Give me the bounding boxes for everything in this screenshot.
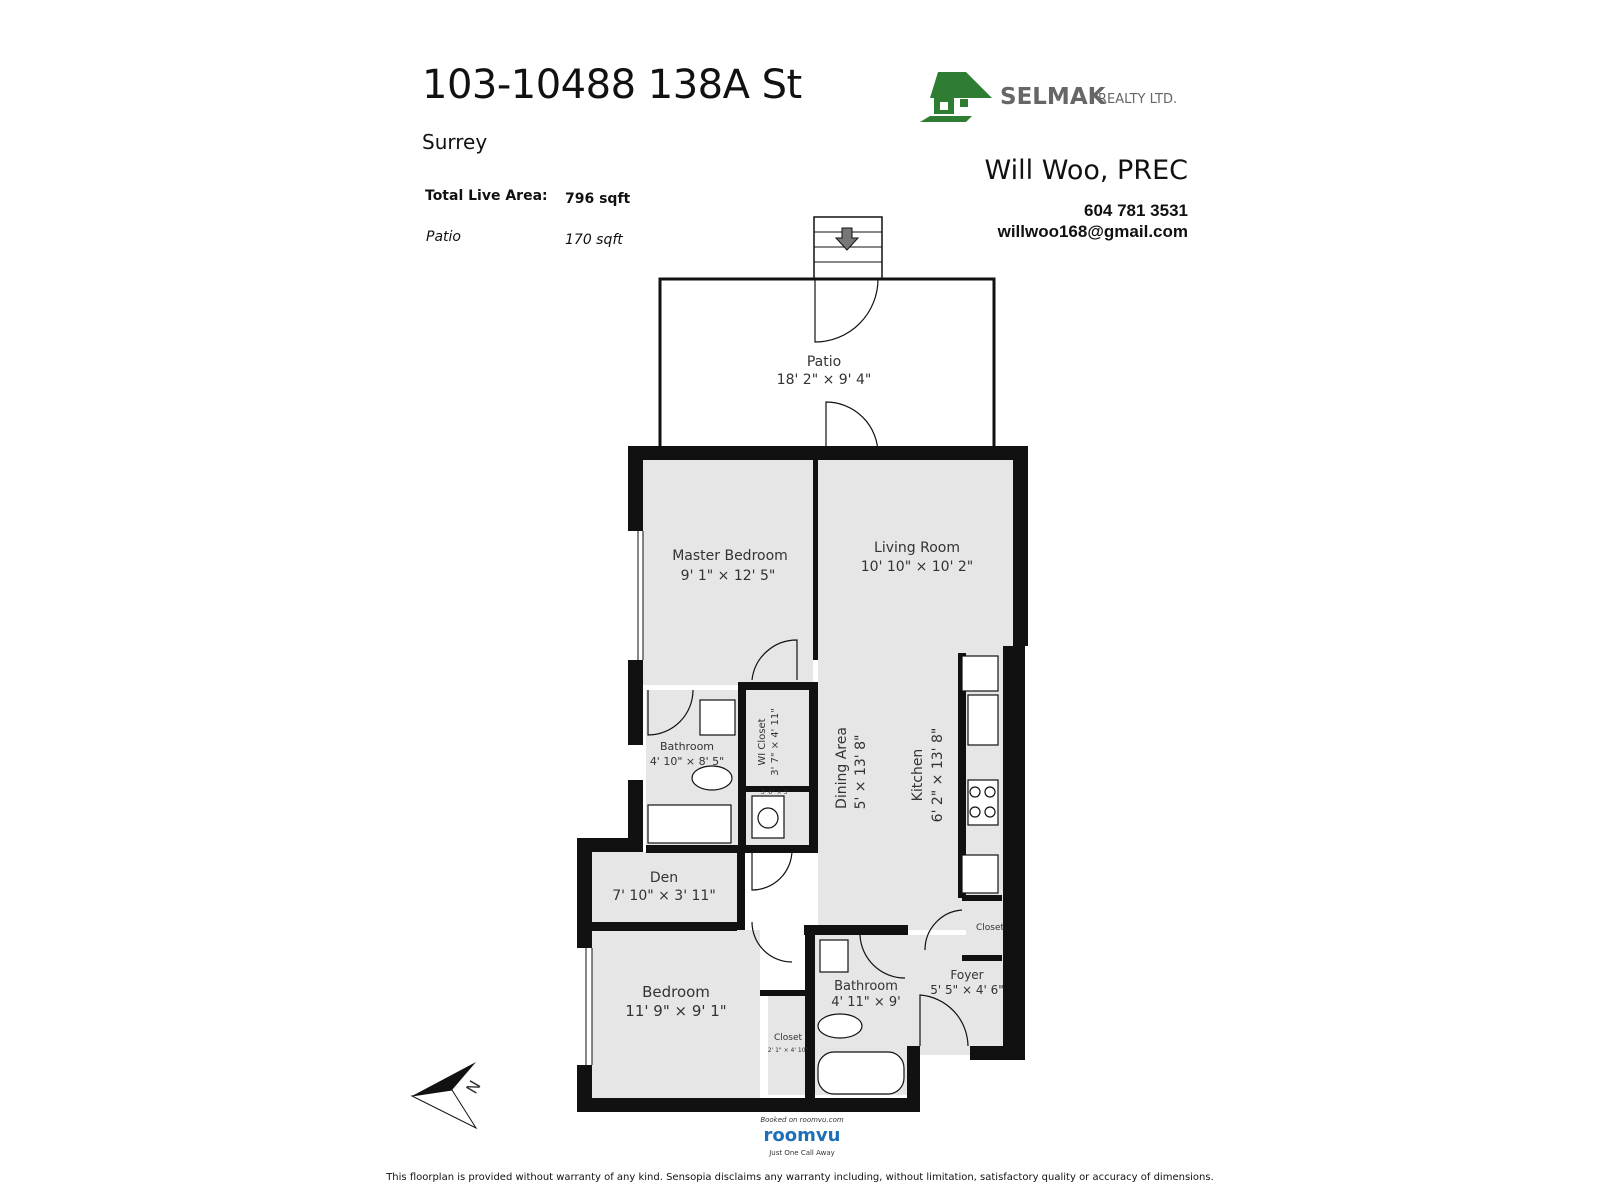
logo-name: SELMAK bbox=[1000, 84, 1106, 110]
bathtub-icon bbox=[647, 804, 732, 844]
patio-dims: 18' 2" × 9' 4" bbox=[777, 372, 872, 388]
patio-area-label: Patio bbox=[426, 229, 461, 245]
property-address: 103-10488 138A St bbox=[422, 62, 802, 108]
room-labels: Patio 18' 2" × 9' 4" Master Bedroom 9' 1… bbox=[612, 354, 1004, 1054]
living-room-dims: 10' 10" × 10' 2" bbox=[861, 559, 973, 575]
booked-on-text: Booked on roomvu.com bbox=[760, 1116, 844, 1124]
fridge-icon bbox=[961, 655, 999, 692]
bathtub-icon bbox=[817, 1051, 905, 1095]
foyer-closet-name: Closet bbox=[976, 923, 1005, 933]
sink-icon bbox=[819, 939, 849, 973]
walls bbox=[577, 446, 1028, 1112]
north-arrow-icon: N bbox=[410, 1062, 485, 1130]
roomvu-tagline: Just One Call Away bbox=[768, 1149, 835, 1157]
door-swings bbox=[647, 639, 969, 1047]
patio-area-value: 170 sqft bbox=[565, 232, 623, 248]
agent-name: Will Woo, PREC bbox=[984, 155, 1188, 186]
bedroom-dims: 11' 9" × 9' 1" bbox=[625, 1002, 726, 1020]
dining-area-dims: 5' × 13' 8" bbox=[853, 735, 869, 810]
den-name: Den bbox=[650, 870, 678, 886]
patio-name: Patio bbox=[807, 354, 841, 370]
fixtures bbox=[647, 655, 999, 1095]
kitchen-dims: 6' 2" × 13' 8" bbox=[930, 728, 946, 823]
roomvu-logo: roomvu bbox=[764, 1125, 841, 1146]
kitchen-name: Kitchen bbox=[910, 749, 926, 802]
bathroom-2-dims: 4' 11" × 9' bbox=[831, 995, 901, 1010]
agent-email: willwoo168@gmail.com bbox=[997, 222, 1188, 241]
stairs bbox=[813, 216, 883, 280]
logo-suffix: REALTY LTD. bbox=[1098, 92, 1178, 107]
bedroom-closet-dims: 2' 1" × 4' 10" bbox=[768, 1047, 809, 1054]
bedroom-name: Bedroom bbox=[642, 983, 710, 1001]
disclaimer: This floorplan is provided without warra… bbox=[386, 1172, 1214, 1183]
patio-door-swing bbox=[825, 401, 879, 455]
bathroom-2-name: Bathroom bbox=[834, 979, 898, 994]
north-label: N bbox=[462, 1077, 484, 1097]
agent-phone: 604 781 3531 bbox=[1084, 201, 1188, 220]
freezer-icon bbox=[961, 854, 999, 894]
total-live-area-label: Total Live Area: bbox=[425, 188, 548, 204]
den-dims: 7' 10" × 3' 11" bbox=[612, 888, 716, 904]
windows bbox=[585, 531, 644, 1065]
laundry-dims: 3' 6" × 3' bbox=[761, 789, 790, 796]
wi-closet-name: WI Closet bbox=[757, 718, 768, 765]
master-bedroom-dims: 9' 1" × 12' 5" bbox=[681, 568, 776, 584]
living-room-name: Living Room bbox=[874, 540, 960, 556]
property-city: Surrey bbox=[422, 130, 488, 154]
foyer-dims: 5' 5" × 4' 6" bbox=[930, 983, 1004, 997]
dining-area-name: Dining Area bbox=[834, 727, 850, 809]
bathroom-1-dims: 4' 10" × 8' 5" bbox=[650, 755, 724, 768]
bathroom-1-name: Bathroom bbox=[660, 740, 714, 753]
down-arrow-icon bbox=[834, 227, 860, 251]
selmak-logo: SELMAK REALTY LTD. bbox=[920, 68, 1190, 124]
toilet-icon bbox=[691, 765, 733, 791]
kitchen-sink-icon bbox=[967, 694, 999, 746]
master-bedroom-name: Master Bedroom bbox=[672, 548, 788, 564]
sink-icon bbox=[699, 699, 736, 736]
house-logo-icon bbox=[920, 72, 992, 122]
washer-icon bbox=[751, 795, 785, 839]
patio-gate-swing bbox=[814, 278, 879, 343]
toilet-icon bbox=[817, 1013, 863, 1039]
stove-icon bbox=[967, 779, 999, 826]
bedroom-closet-name: Closet bbox=[774, 1033, 803, 1043]
total-live-area-value: 796 sqft bbox=[565, 191, 631, 207]
foyer-name: Foyer bbox=[950, 968, 983, 982]
wi-closet-dims: 3' 7" × 4' 11" bbox=[770, 708, 781, 776]
patio-outline bbox=[658, 277, 996, 456]
